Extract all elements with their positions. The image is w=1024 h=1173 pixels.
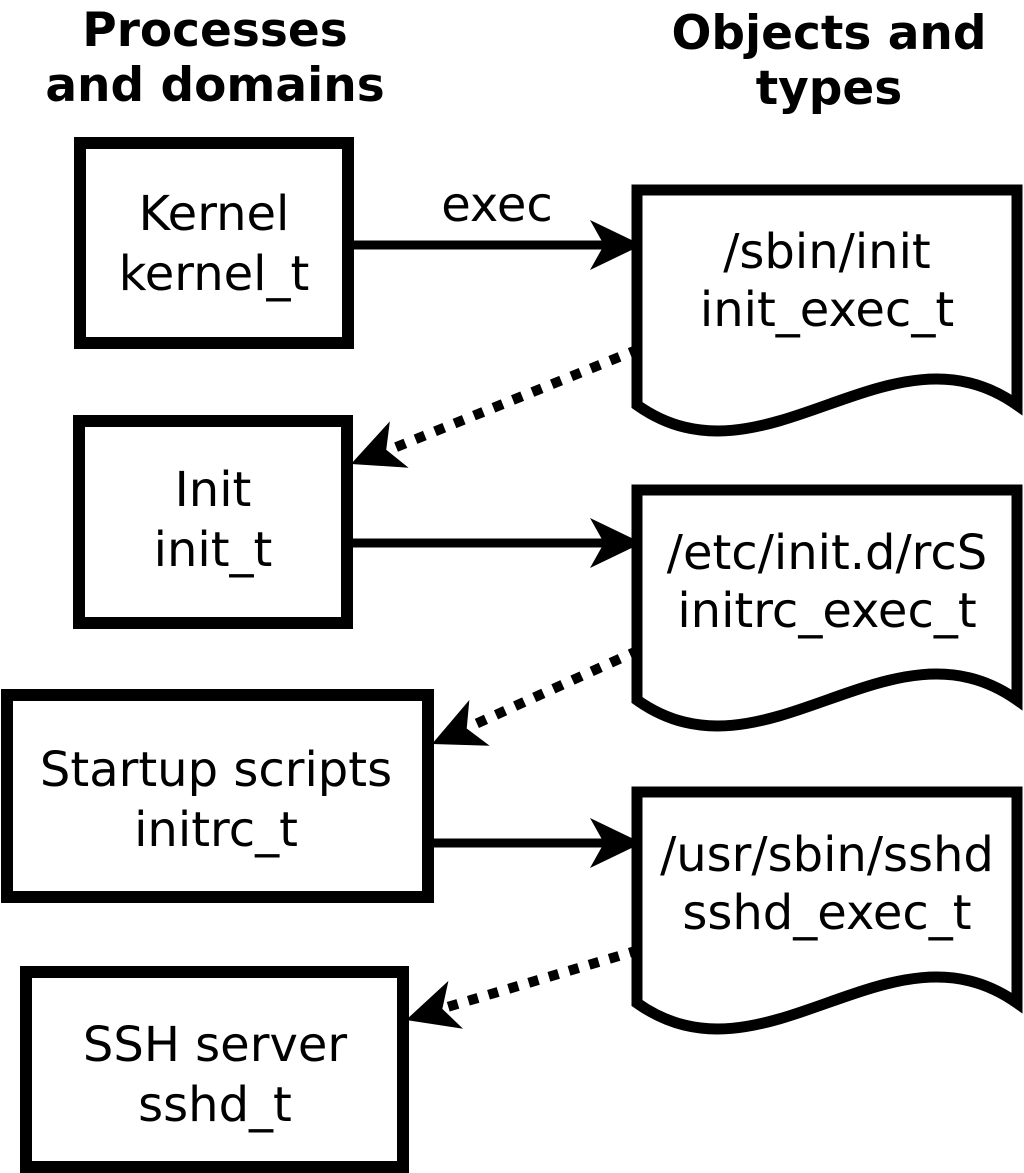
domain-type-label: initrc_t bbox=[134, 802, 298, 858]
header-objects-line1: Objects and bbox=[671, 6, 986, 61]
document-shape bbox=[631, 184, 1023, 437]
edge-transition-to-sshd-t bbox=[398, 945, 641, 1044]
header-processes-and-domains: Processes and domains bbox=[45, 3, 384, 113]
edge-transition-to-init-t bbox=[341, 344, 641, 488]
domain-type-label: init_t bbox=[154, 522, 273, 578]
process-node-kernel: Kernel kernel_t bbox=[74, 137, 354, 349]
process-label: Init bbox=[175, 462, 252, 518]
edge-transition-to-initrc-t bbox=[421, 645, 642, 767]
object-path-label: /etc/init.d/rcS bbox=[667, 525, 987, 581]
transition-edge-line bbox=[466, 645, 642, 732]
document-shape bbox=[631, 484, 1023, 732]
process-label: SSH server bbox=[83, 1017, 348, 1073]
process-node-rect bbox=[20, 966, 409, 1173]
transition-edge-line bbox=[387, 344, 641, 455]
document-shape bbox=[631, 786, 1023, 1035]
process-label: Kernel bbox=[139, 186, 290, 242]
process-node-rect bbox=[74, 137, 354, 349]
header-objects-and-types: Objects and types bbox=[671, 6, 986, 116]
object-path-label: /usr/sbin/sshd bbox=[660, 827, 994, 883]
header-processes-line1: Processes bbox=[82, 3, 347, 58]
process-node-startup-scripts: Startup scripts initrc_t bbox=[1, 689, 434, 903]
edge-kernel-exec-sbin-init: exec bbox=[348, 177, 642, 270]
process-label: Startup scripts bbox=[40, 742, 392, 798]
domain-type-label: kernel_t bbox=[119, 246, 310, 302]
object-type-label: sshd_exec_t bbox=[682, 885, 971, 941]
process-node-init: Init init_t bbox=[73, 415, 353, 629]
object-type-label: initrc_exec_t bbox=[677, 583, 976, 639]
header-objects-line2: types bbox=[756, 61, 903, 116]
header-processes-line2: and domains bbox=[45, 58, 384, 113]
transition-edge-line bbox=[442, 945, 641, 1013]
process-node-rect bbox=[1, 689, 434, 903]
process-node-ssh-server: SSH server sshd_t bbox=[20, 966, 409, 1173]
object-node-usr-sbin-sshd: /usr/sbin/sshd sshd_exec_t bbox=[631, 786, 1023, 1035]
object-node-etc-initd-rcS: /etc/init.d/rcS initrc_exec_t bbox=[631, 484, 1023, 732]
domain-type-label: sshd_t bbox=[138, 1077, 292, 1133]
object-type-label: init_exec_t bbox=[700, 282, 954, 338]
object-path-label: /sbin/init bbox=[723, 224, 931, 280]
process-node-rect bbox=[73, 415, 353, 629]
exec-edge-label: exec bbox=[441, 177, 553, 233]
object-node-sbin-init: /sbin/init init_exec_t bbox=[631, 184, 1023, 437]
edge-initrc-exec-sshd bbox=[428, 818, 642, 868]
edge-init-exec-rcS bbox=[347, 518, 642, 568]
